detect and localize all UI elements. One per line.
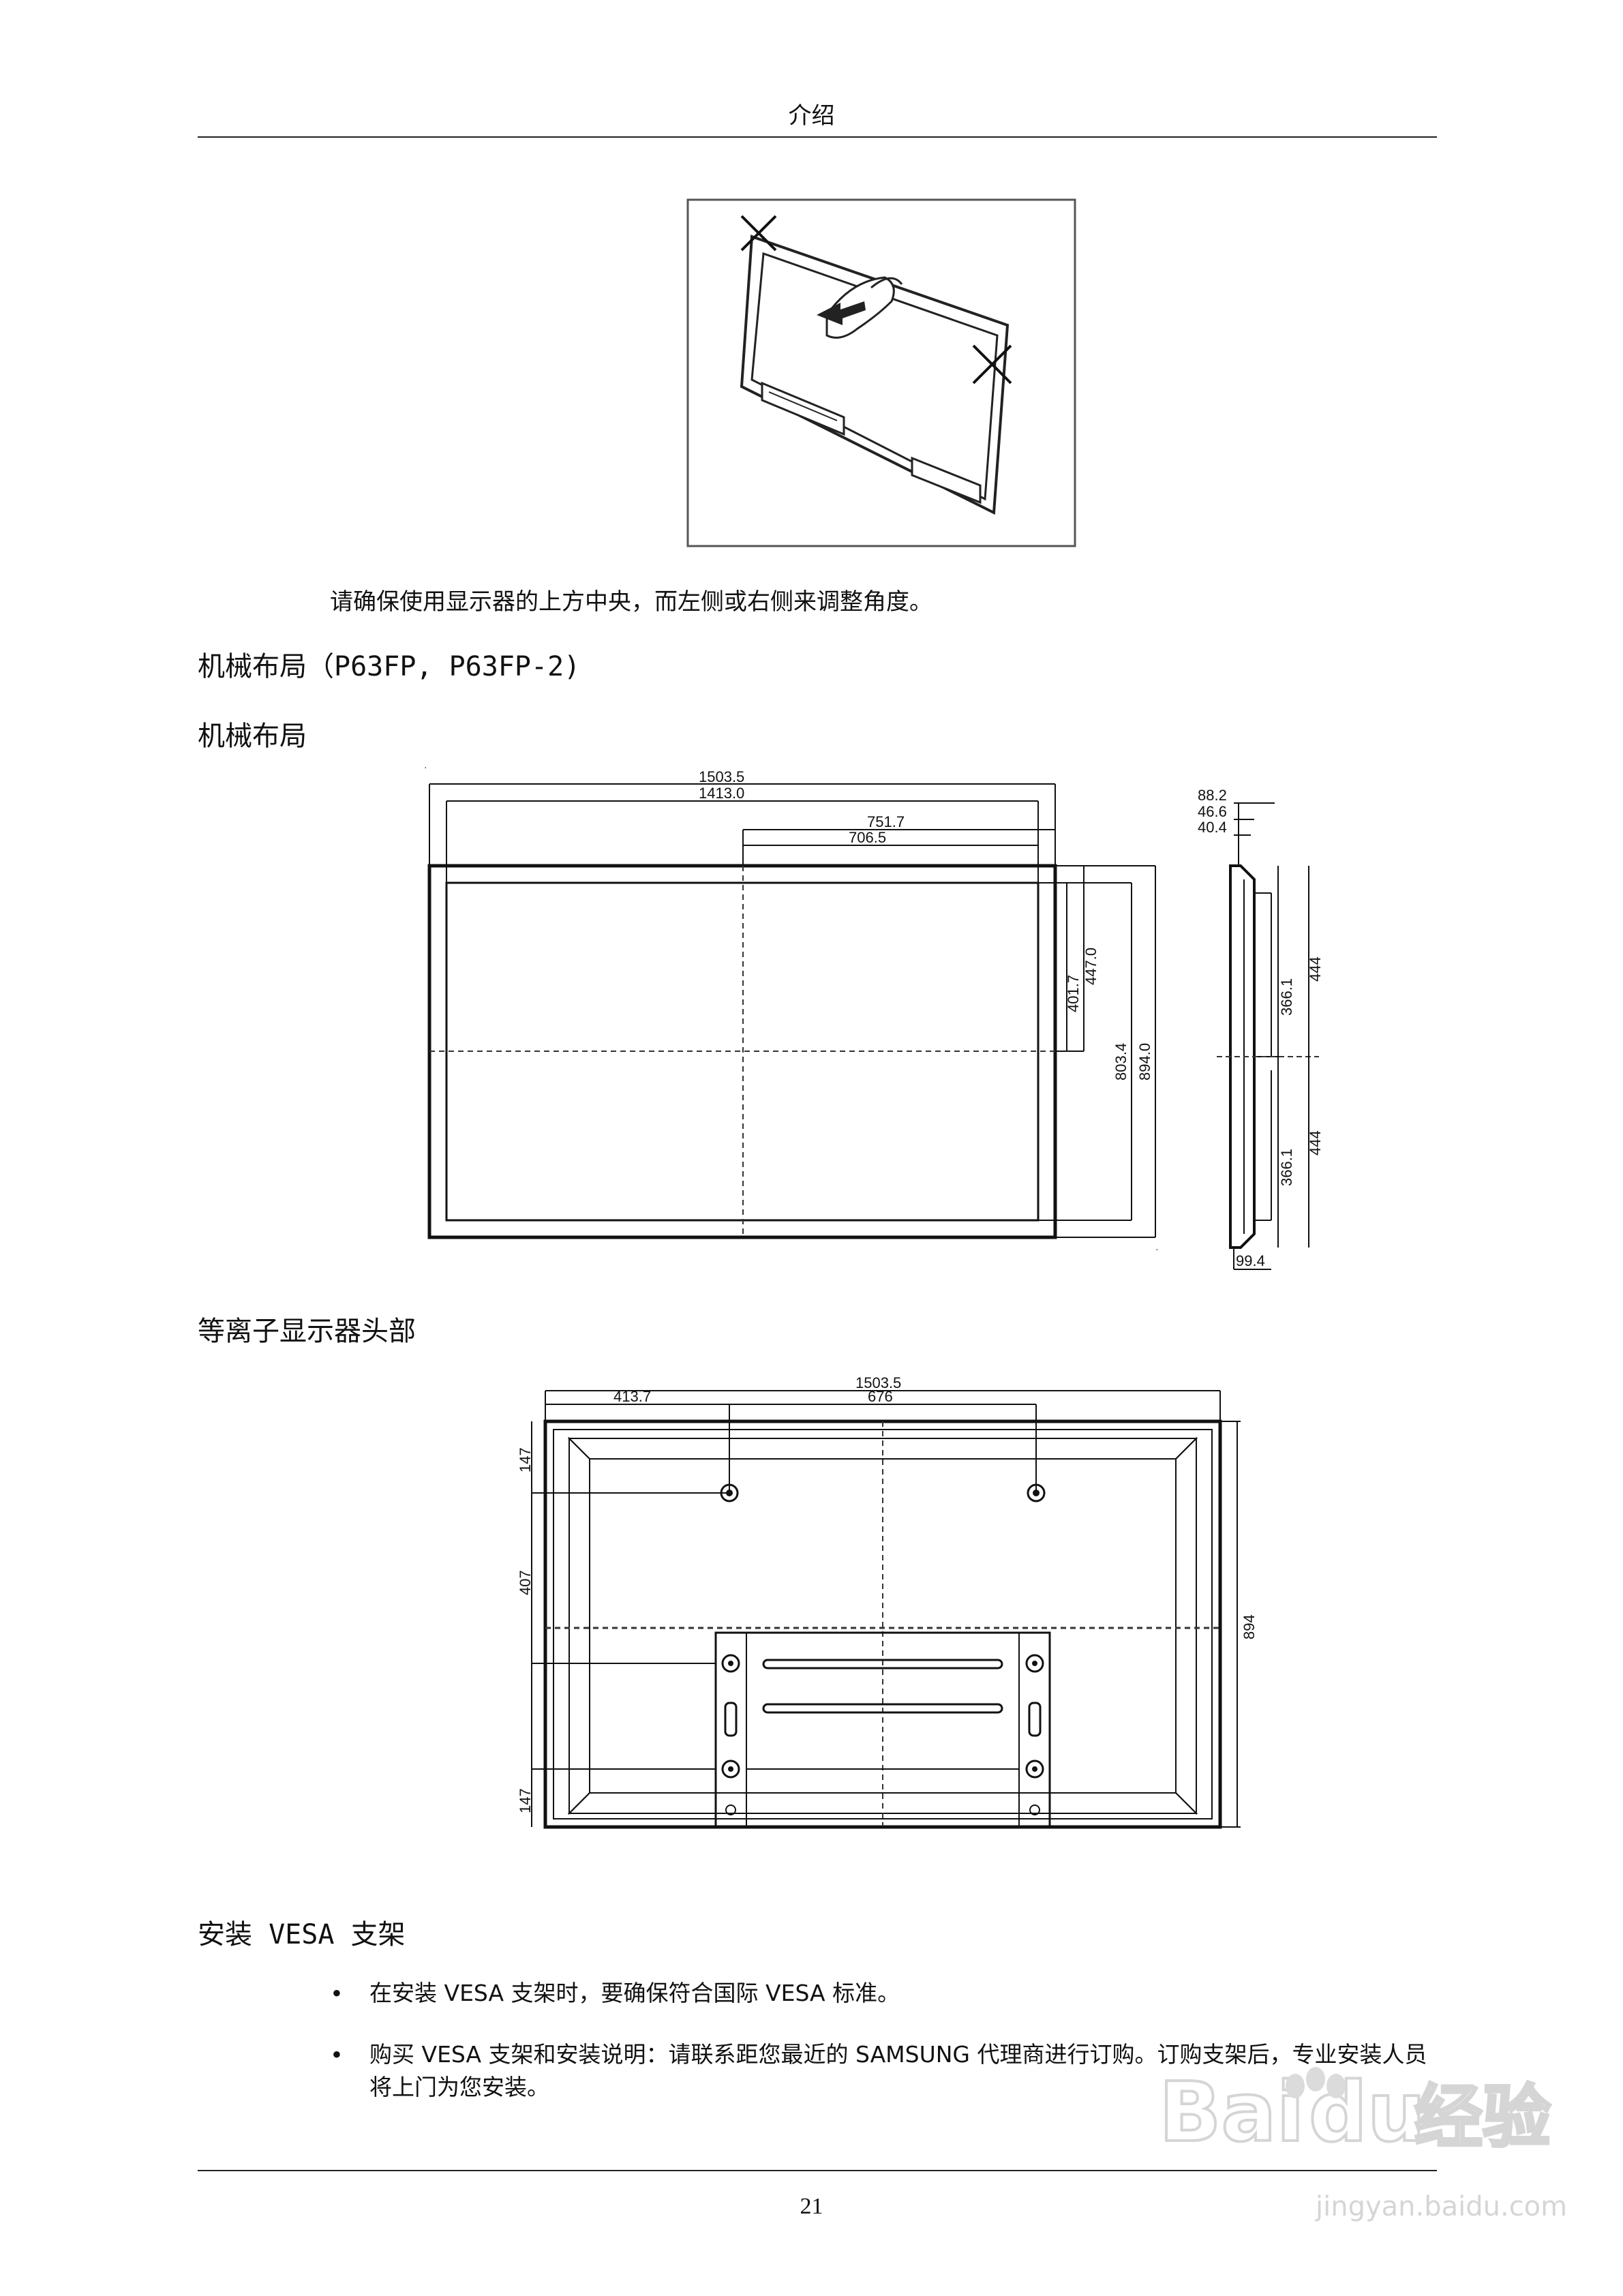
svg-text:·: · <box>424 761 427 772</box>
dim-h-half-inner: 401.7 <box>1065 975 1082 1012</box>
svg-text:du: du <box>1309 2066 1425 2160</box>
section-heading-plasma-head: 等离子显示器头部 <box>198 1316 416 1347</box>
front-mechanical-drawing: 1503.5 1413.0 751.7 706.5 401.7 447.0 80… <box>424 761 1159 1254</box>
dim-depth-mid: 46.6 <box>1198 803 1227 820</box>
dim-rear-offset: 413.7 <box>613 1388 651 1405</box>
dim-side-upper-outer: 444 <box>1307 956 1324 982</box>
rear-mechanical-drawing: 1503.5 413.7 676 147 407 147 894 <box>517 1374 1258 1829</box>
dim-w-half-outer: 751.7 <box>867 813 905 830</box>
section-subheading-mechanical-layout: 机械布局 <box>198 721 307 752</box>
bullet-mark: • <box>330 2042 344 2068</box>
svg-text:Bai: Bai <box>1159 2066 1305 2160</box>
bullet-text: 在安装 VESA 支架时，要确保符合国际 VESA 标准。 <box>369 1980 900 2006</box>
paw-icon <box>1286 2067 1346 2098</box>
dim-base-depth: 99.4 <box>1236 1252 1265 1269</box>
svg-text:·: · <box>1155 1243 1159 1254</box>
dim-rear-w-total: 1503.5 <box>855 1374 901 1391</box>
section-heading-vesa-install: 安装 VESA 支架 <box>198 1919 406 1950</box>
svg-text:经验: 经验 <box>1414 2077 1551 2157</box>
dim-w-total: 1503.5 <box>699 768 744 785</box>
dim-w-half-inner: 706.5 <box>849 829 886 846</box>
svg-text:jingyan.baidu.com: jingyan.baidu.com <box>1315 2191 1567 2222</box>
page-header-title: 介绍 <box>788 104 835 129</box>
dim-rear-bottom: 147 <box>517 1788 534 1813</box>
dim-w-inner: 1413.0 <box>699 785 744 802</box>
dim-depth-panel: 40.4 <box>1198 819 1227 836</box>
bullet-mark: • <box>330 1980 344 2007</box>
side-mechanical-drawing: 88.2 46.6 40.4 366.1 444 366.1 444 99.4 <box>1198 787 1324 1270</box>
dim-h-inner: 803.4 <box>1112 1043 1129 1081</box>
header-rule <box>198 136 1437 138</box>
dim-rear-top: 147 <box>517 1447 534 1472</box>
baidu-jingyan-watermark: Bai du 经验 jingyan.baidu.com <box>1157 2064 1567 2222</box>
dim-h-half-outer: 447.0 <box>1082 948 1099 985</box>
dim-rear-mid: 407 <box>517 1570 534 1595</box>
dim-h-total: 894.0 <box>1136 1043 1153 1081</box>
dim-side-lower-outer: 444 <box>1307 1130 1324 1155</box>
bullet-text: 购买 VESA 支架和安装说明：请联系距您最近的 SAMSUNG 代理商进行订购… <box>369 2041 1427 2100</box>
dim-side-lower-inner: 366.1 <box>1278 1149 1295 1186</box>
dim-rear-height: 894 <box>1241 1614 1258 1640</box>
page-number: 21 <box>800 2194 823 2219</box>
footer-rule <box>198 2170 1437 2171</box>
dim-side-upper-inner: 366.1 <box>1278 978 1295 1016</box>
section-heading-mechanical-layout-model: 机械布局（P63FP, P63FP-2) <box>198 651 581 682</box>
adjust-angle-illustration <box>686 198 1076 547</box>
dim-depth-total: 88.2 <box>1198 787 1227 804</box>
dim-rear-spacing: 676 <box>868 1388 893 1405</box>
adjust-caption: 请确保使用显示器的上方中央，而左侧或右侧来调整角度。 <box>330 588 932 616</box>
